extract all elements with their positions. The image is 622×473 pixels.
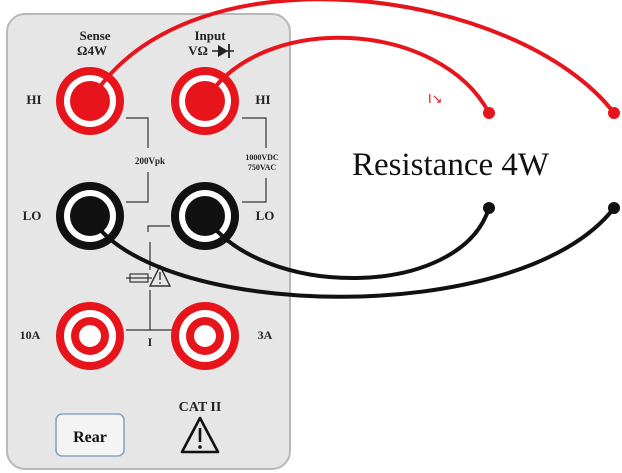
750vac-label: 750VAC xyxy=(248,163,277,172)
lo-label-right: LO xyxy=(256,208,275,223)
input-hi-terminal-dot xyxy=(483,107,495,119)
sense-hi-terminal-dot xyxy=(608,107,620,119)
1000vdc-label: 1000VDC xyxy=(245,153,279,162)
rear-button-label: Rear xyxy=(73,429,107,446)
input-label: Input xyxy=(194,28,226,43)
sense-label: Sense xyxy=(79,28,110,43)
input-hi-wire xyxy=(203,35,491,115)
sense-lo-wire xyxy=(88,206,616,299)
sense-hi-wire xyxy=(88,0,616,115)
input-lo-terminal-dot xyxy=(483,202,495,214)
ohm-4w-label: Ω4W xyxy=(77,43,107,58)
warning-icon xyxy=(180,416,220,454)
cat-ii-label: CAT II xyxy=(179,400,222,415)
fuse-icon xyxy=(126,273,152,283)
input-hi-jack[interactable] xyxy=(171,67,239,135)
hi-label-left: HI xyxy=(26,92,41,107)
200vpk-label: 200Vpk xyxy=(135,156,165,166)
3a-jack[interactable] xyxy=(171,302,239,370)
diagram-title: Resistance 4W xyxy=(352,147,550,183)
3a-label: 3A xyxy=(258,328,273,342)
small-warning-icon xyxy=(148,264,172,287)
input-lo-wire xyxy=(203,206,491,280)
rear-button[interactable]: Rear xyxy=(55,413,125,457)
diode-icon xyxy=(212,44,234,58)
panel-bracket-lines xyxy=(126,117,267,331)
hi-label-right: HI xyxy=(255,92,270,107)
sense-lo-terminal-dot xyxy=(608,202,620,214)
current-direction-label: I↘ xyxy=(428,91,443,106)
current-i-label: I xyxy=(148,335,153,349)
lo-label-left: LO xyxy=(23,208,42,223)
10a-label: 10A xyxy=(20,328,41,342)
10a-jack[interactable] xyxy=(56,302,124,370)
front-panel xyxy=(6,13,291,470)
v-ohm-label: VΩ xyxy=(188,43,208,58)
